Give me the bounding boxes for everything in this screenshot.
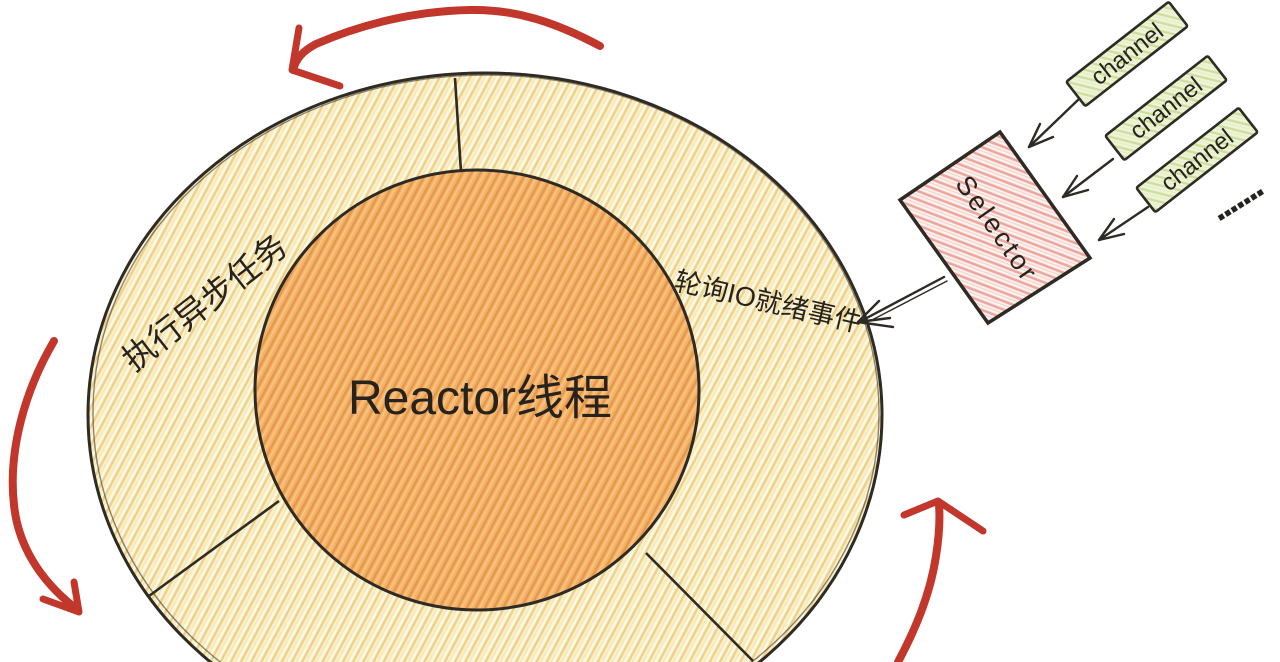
rotation-arrow-top [289,5,604,74]
rotation-arrow-top-head [288,24,344,90]
ring-divider-bottom-left [148,499,280,598]
channel-arrow-1 [1027,97,1081,149]
channel-arrows [1027,97,1150,242]
rotation-arrow-left [8,337,78,611]
reactor-core-label: Reactor线程 [348,372,612,425]
channel-arrow-2 [1061,157,1115,199]
selector-box [897,129,1093,326]
channel-label-1: channel [1086,18,1169,91]
rotation-arrow-bottom-right-head [900,497,987,535]
channel-label-2: channel [1125,72,1208,145]
channel-label-3: channel [1156,124,1239,197]
rotation-arrow-left-head [39,578,83,616]
reactor-ring-group: Reactor线程 执行异步任务 轮询IO就绪事件 [86,71,884,662]
rotation-arrows [8,5,987,662]
selector-group: Selector [856,129,1093,329]
reactor-ring-sketch-outline [92,74,880,662]
ring-divider-top [453,77,463,173]
reactor-core [253,168,701,612]
channels-group: channel channel channel · [1027,1,1274,242]
ring-divider-bottom-right [645,552,754,662]
ellipsis-dots: ······· [1206,174,1274,238]
rotation-arrow-bottom-right [894,501,944,662]
selector-to-reactor-arrow [856,275,948,329]
channel-arrow-3 [1097,205,1150,242]
